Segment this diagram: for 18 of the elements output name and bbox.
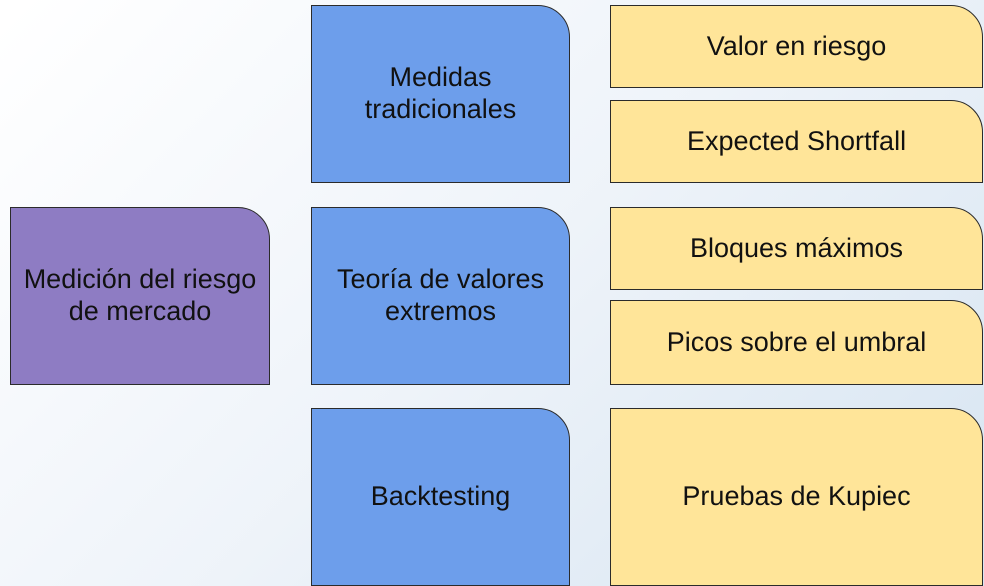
node-label: Backtesting — [370, 481, 512, 513]
node-label: Medición del riesgo de mercado — [22, 264, 258, 328]
item-box — [610, 100, 983, 183]
node-label: Medidas tradicionales — [364, 62, 518, 126]
node-label: Bloques máximos — [688, 232, 904, 264]
item-box — [610, 408, 983, 586]
node-label: Teoría de valores extremos — [336, 264, 546, 328]
node-label: Expected Shortfall — [686, 126, 908, 158]
node-label: Valor en riesgo — [706, 30, 888, 62]
item-box — [610, 300, 983, 385]
group-box — [311, 408, 570, 586]
item-box — [610, 207, 983, 290]
group-box — [311, 5, 570, 183]
node-label: Picos sobre el umbral — [666, 326, 928, 358]
item-box — [610, 5, 983, 88]
node-label: Pruebas de Kupiec — [681, 481, 912, 513]
group-box — [311, 207, 570, 385]
category-box — [10, 207, 270, 385]
